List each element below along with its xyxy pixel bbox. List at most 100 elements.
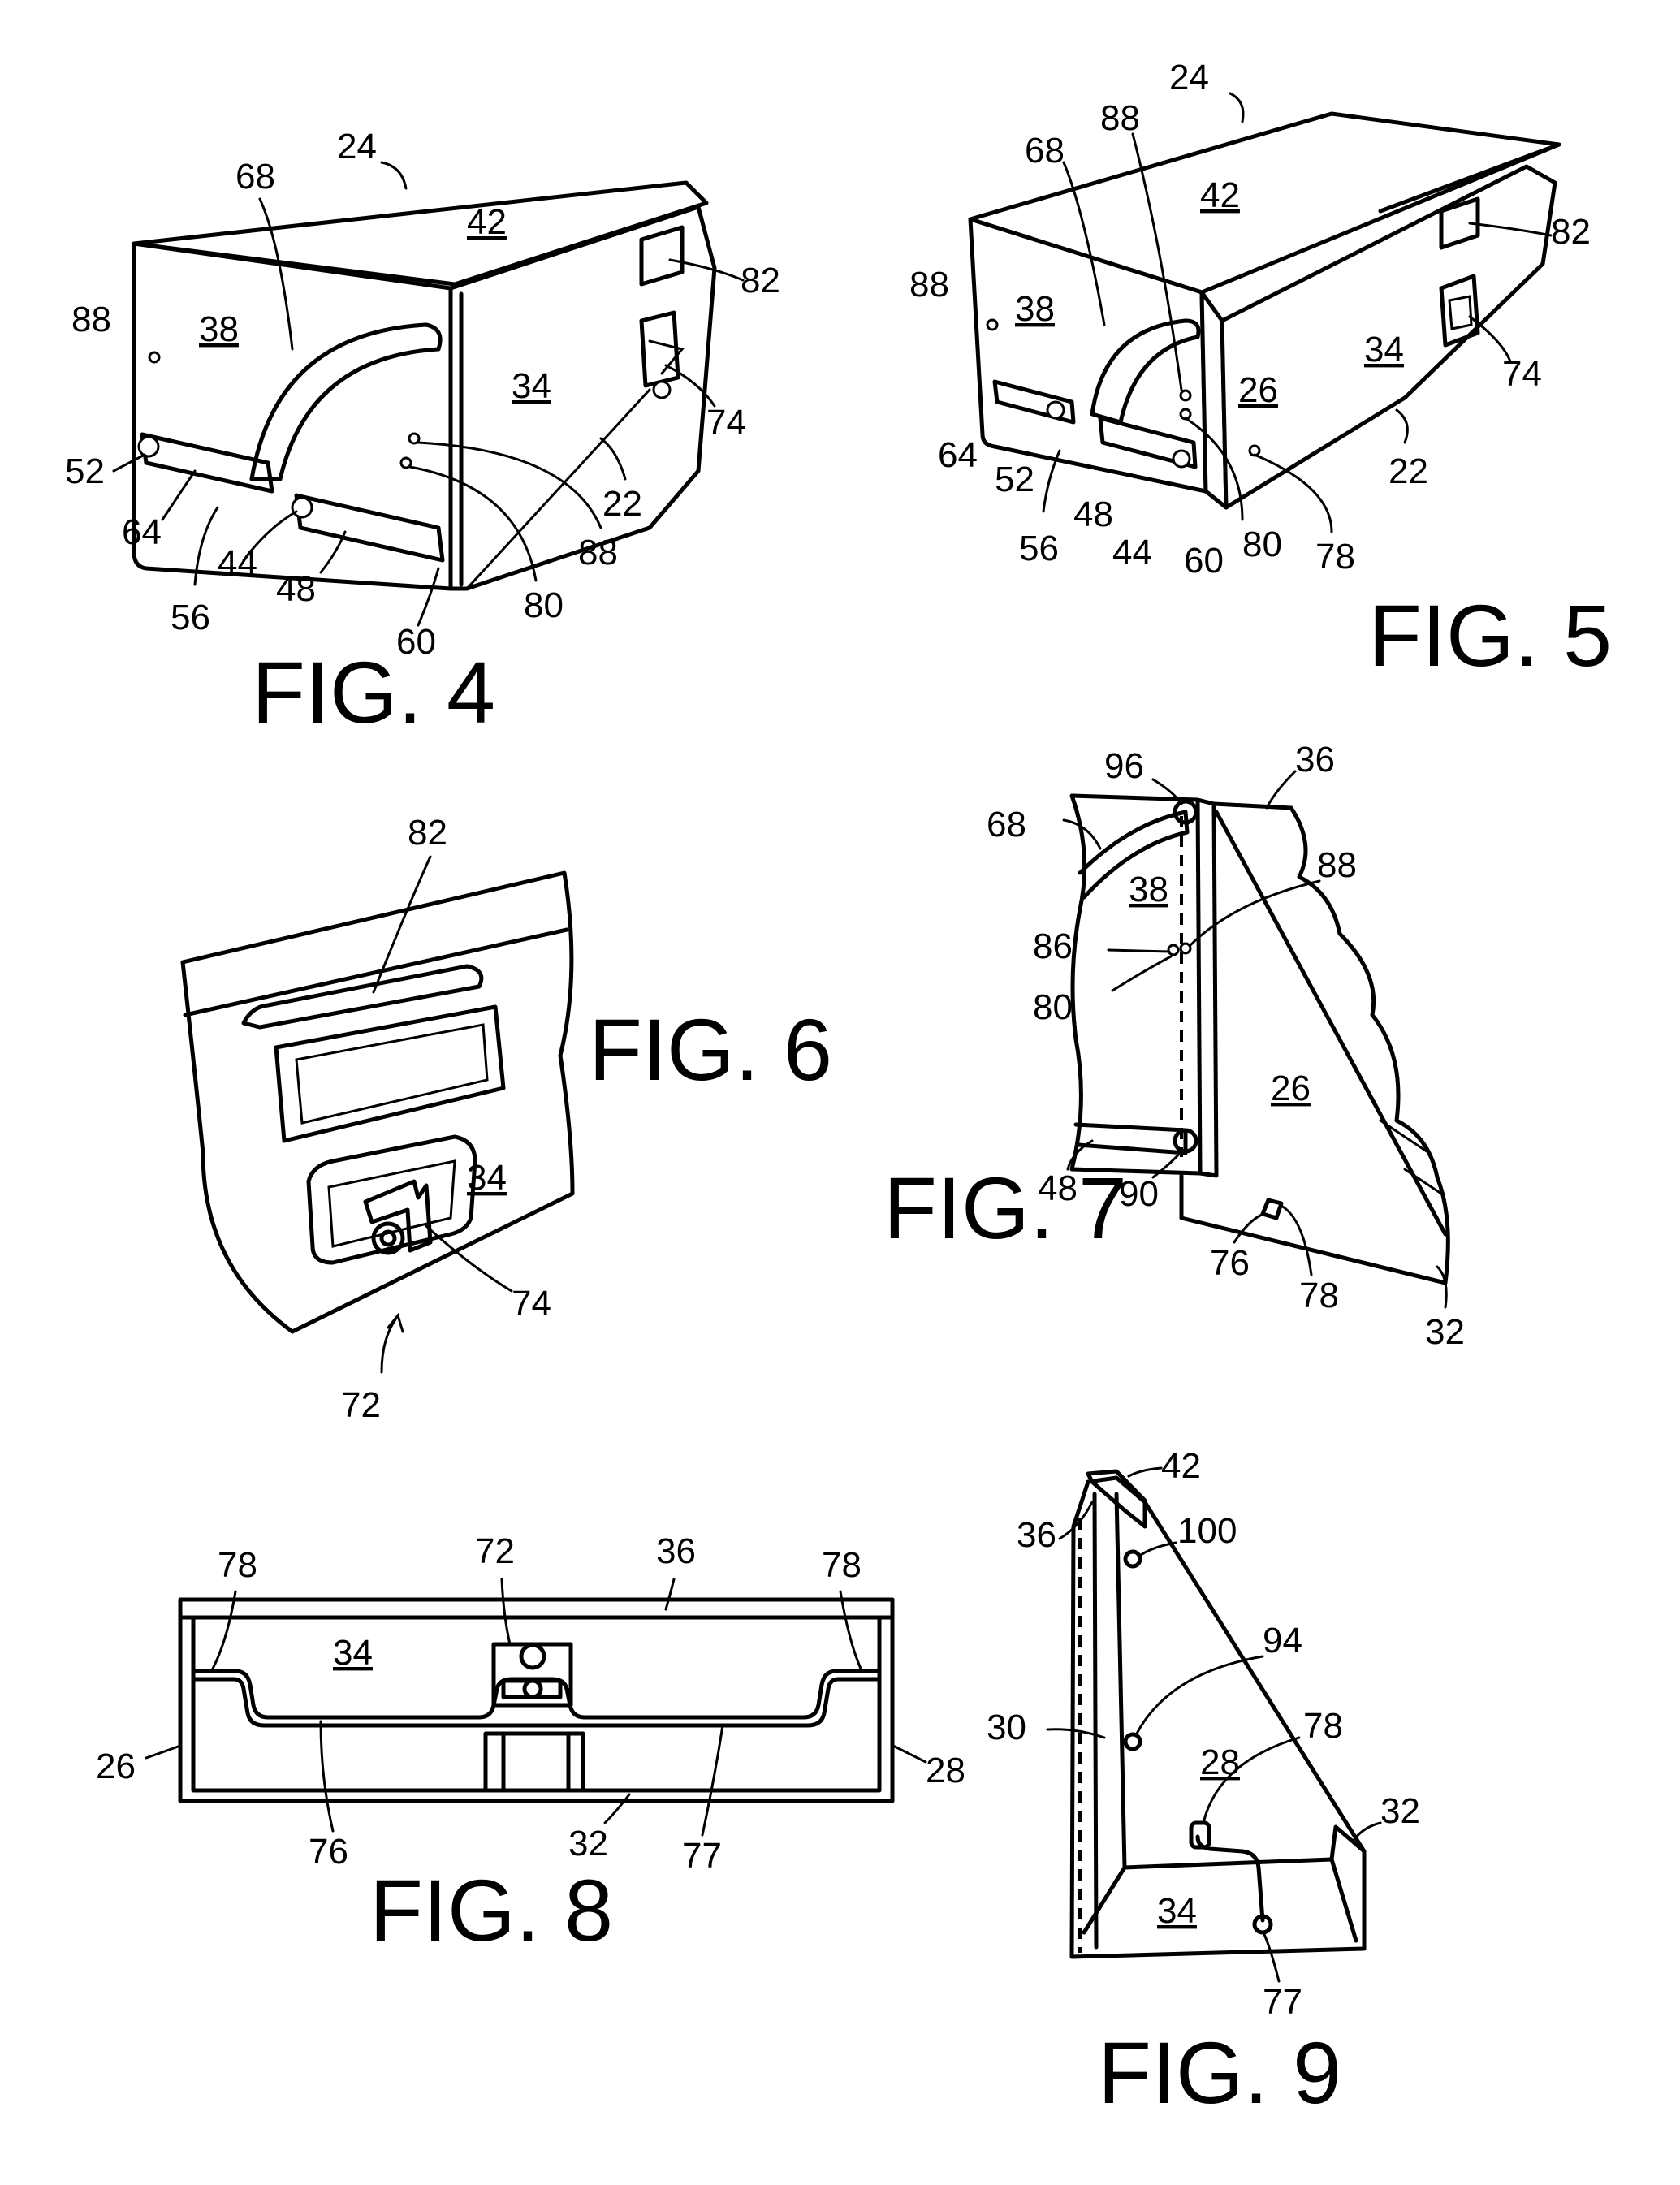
fig5-ref-68: 68 bbox=[1025, 131, 1065, 171]
fig5-ref-48: 48 bbox=[1073, 494, 1113, 534]
fig9-hole-94 bbox=[1125, 1734, 1140, 1749]
fig5-face-label-42: 42 bbox=[1200, 175, 1240, 215]
fig8-center-block-divider bbox=[503, 1734, 568, 1790]
fig4-ref-74: 74 bbox=[706, 403, 746, 443]
fig4-ref-80: 80 bbox=[524, 585, 564, 625]
fig5-ref-74: 74 bbox=[1502, 354, 1542, 394]
figure-8: 34 78 72 36 78 26 28 76 32 77 FIG. 8 bbox=[96, 1531, 965, 1959]
fig8-ref-78b: 78 bbox=[822, 1545, 862, 1585]
fig5-face-label-38: 38 bbox=[1015, 289, 1055, 329]
fig5-hole-88b bbox=[1181, 391, 1190, 400]
fig7-top-lip-36 bbox=[1214, 804, 1291, 808]
fig5-hole-88a bbox=[987, 320, 997, 330]
fig7-face-label-26: 26 bbox=[1271, 1069, 1311, 1108]
fig7-ref-86: 86 bbox=[1033, 926, 1073, 966]
fig4-ref-68: 68 bbox=[235, 157, 275, 196]
figure-4: 38 42 34 24 68 82 88 74 52 22 64 44 48 8… bbox=[65, 127, 780, 741]
fig9-leader-94 bbox=[1137, 1656, 1263, 1734]
fig6-top-fold bbox=[185, 930, 567, 1015]
fig4-ref-22: 22 bbox=[602, 484, 642, 524]
fig7-leader-36 bbox=[1267, 771, 1295, 808]
fig9-ref-36: 36 bbox=[1017, 1515, 1056, 1555]
fig9-ref-32: 32 bbox=[1380, 1791, 1420, 1831]
fig6-latch-pivot-inner bbox=[382, 1232, 395, 1245]
fig7-leader-86 bbox=[1108, 950, 1169, 952]
fig7-leader-78 bbox=[1281, 1206, 1311, 1275]
fig9-ref-77: 77 bbox=[1263, 1982, 1302, 2022]
fig8-ref-77: 77 bbox=[682, 1836, 722, 1876]
fig9-ref-78: 78 bbox=[1303, 1706, 1343, 1746]
fig4-pin-44 bbox=[292, 498, 312, 517]
fig8-latch-72-pivot bbox=[521, 1645, 544, 1668]
fig8-ref-28: 28 bbox=[926, 1751, 965, 1790]
fig6-caption: FIG. 6 bbox=[589, 1000, 832, 1099]
fig5-ref-44: 44 bbox=[1112, 533, 1152, 572]
fig7-ref-80: 80 bbox=[1033, 987, 1073, 1027]
fig4-ref-64: 64 bbox=[122, 512, 162, 552]
fig5-ref-80: 80 bbox=[1242, 525, 1282, 564]
fig8-leader-28 bbox=[893, 1746, 926, 1762]
fig4-ref-88b: 88 bbox=[578, 533, 618, 572]
fig5-ref-24: 24 bbox=[1169, 58, 1209, 97]
fig9-leader-77 bbox=[1263, 1932, 1279, 1981]
fig4-face-label-34: 34 bbox=[512, 366, 551, 406]
fig6-leader-82 bbox=[374, 857, 430, 992]
fig9-ref-42: 42 bbox=[1161, 1446, 1201, 1486]
fig5-caption: FIG. 5 bbox=[1368, 586, 1612, 684]
fig7-catch-76 bbox=[1263, 1200, 1281, 1218]
fig4-ref-88a: 88 bbox=[71, 300, 111, 339]
fig6-ref-82: 82 bbox=[408, 813, 447, 853]
fig8-ref-72: 72 bbox=[475, 1531, 515, 1571]
fig6-ref-72: 72 bbox=[341, 1385, 381, 1425]
fig8-leader-78a bbox=[213, 1591, 235, 1669]
fig7-leader-80 bbox=[1112, 956, 1171, 991]
fig9-hole-100 bbox=[1125, 1552, 1140, 1566]
fig8-face-label-34: 34 bbox=[333, 1633, 373, 1673]
fig7-ref-32: 32 bbox=[1425, 1312, 1465, 1352]
figure-6: 34 82 74 72 FIG. 6 bbox=[183, 813, 832, 1425]
figure-5: 42 38 34 26 24 88 68 82 88 74 22 64 52 4… bbox=[909, 58, 1612, 684]
fig8-top-rail-36 bbox=[180, 1600, 892, 1617]
fig6-ref-74: 74 bbox=[512, 1284, 551, 1324]
fig9-ref-30: 30 bbox=[987, 1708, 1026, 1747]
fig7-face-label-38: 38 bbox=[1129, 870, 1168, 909]
fig7-break-line bbox=[1291, 808, 1448, 1283]
fig9-leader-100 bbox=[1141, 1543, 1176, 1555]
fig5-leader-24 bbox=[1230, 93, 1243, 122]
fig8-caption: FIG. 8 bbox=[369, 1861, 613, 1959]
fig5-ref-88b: 88 bbox=[1100, 98, 1140, 138]
fig8-ref-76: 76 bbox=[309, 1832, 348, 1872]
fig7-leader-88 bbox=[1190, 881, 1319, 946]
fig7-ref-96: 96 bbox=[1104, 746, 1144, 786]
fig5-ref-22: 22 bbox=[1388, 451, 1428, 491]
fig4-left-face bbox=[134, 244, 451, 589]
fig8-leader-78b bbox=[840, 1591, 861, 1669]
fig5-pin-44 bbox=[1173, 451, 1190, 467]
fig9-ref-94: 94 bbox=[1263, 1621, 1302, 1660]
fig5-ref-64: 64 bbox=[938, 435, 978, 475]
fig4-ref-52: 52 bbox=[65, 451, 105, 491]
fig5-ref-82: 82 bbox=[1551, 212, 1591, 252]
fig7-ref-36: 36 bbox=[1295, 740, 1335, 779]
fig8-leader-32 bbox=[605, 1794, 629, 1823]
fig4-leader-24 bbox=[382, 162, 406, 188]
fig5-ref-60: 60 bbox=[1184, 541, 1224, 581]
fig7-slot-48 bbox=[1076, 1125, 1186, 1153]
fig9-rod-77 bbox=[1198, 1837, 1263, 1920]
fig7-caption: FIG. 7 bbox=[883, 1159, 1127, 1257]
fig6-face-label-34: 34 bbox=[467, 1158, 507, 1198]
fig8-leader-72 bbox=[502, 1579, 510, 1644]
fig5-ref-88a: 88 bbox=[909, 265, 949, 304]
figure-9: 28 34 42 36 100 94 30 78 32 77 FIG. 9 bbox=[987, 1446, 1420, 2122]
fig4-hole-88a bbox=[149, 352, 159, 362]
fig9-leader-42 bbox=[1129, 1468, 1161, 1476]
fig4-ref-56: 56 bbox=[171, 598, 210, 637]
fig8-leader-26 bbox=[146, 1746, 180, 1758]
fig7-pin-86 bbox=[1168, 945, 1178, 955]
fig5-face-label-34: 34 bbox=[1364, 330, 1404, 369]
fig8-latch-72-pivot2 bbox=[525, 1681, 541, 1697]
fig8-leader-76 bbox=[321, 1721, 333, 1831]
fig8-latch-72-plate bbox=[503, 1681, 560, 1697]
fig9-ref-100: 100 bbox=[1177, 1511, 1237, 1551]
fig9-leader-32 bbox=[1354, 1823, 1380, 1839]
